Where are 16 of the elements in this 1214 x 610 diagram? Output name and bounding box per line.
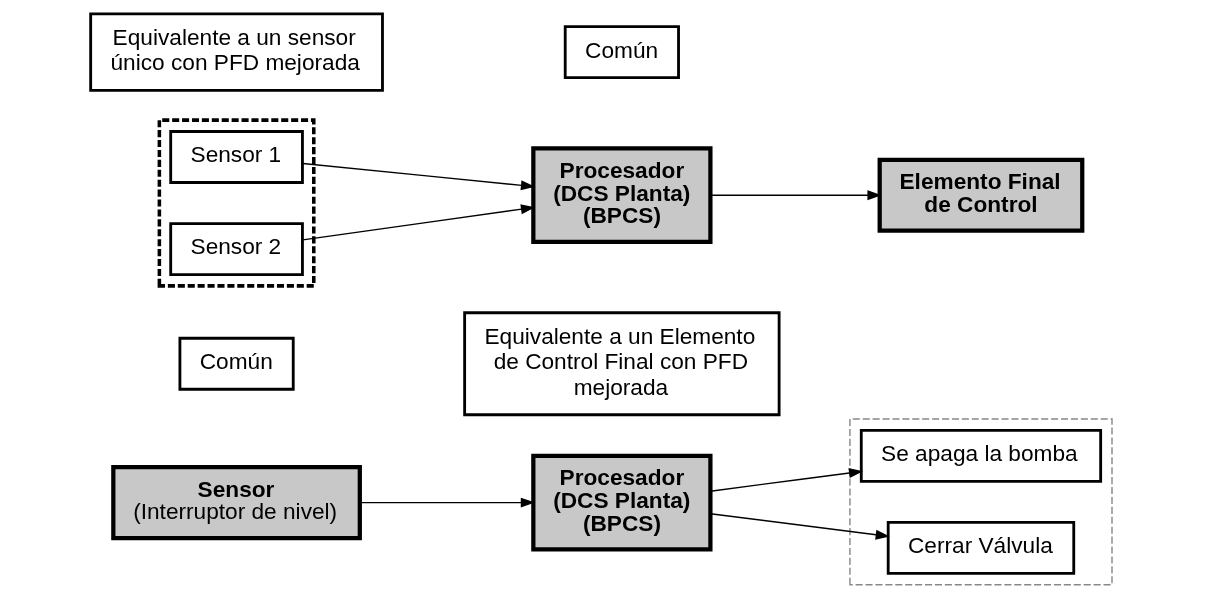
arrow	[709, 468, 864, 492]
node-box: Sensor (Interruptor de nivel)	[111, 465, 362, 541]
node-box: Sensor 2	[169, 222, 304, 276]
arrow	[359, 497, 535, 508]
node-box: Elemento Final de Control	[877, 157, 1085, 233]
node-box: Procesador (DCS Planta) (BPCS)	[531, 453, 713, 552]
node-box: Común	[563, 25, 680, 80]
arrow	[709, 513, 890, 540]
node-box: Procesador (DCS Planta) (BPCS)	[531, 146, 713, 245]
node-box: Equivalente a un sensor único con PFD mejorada	[89, 12, 384, 92]
node-box: Cerrar Válvula	[886, 521, 1076, 575]
node-box: Equivalente a un Elemento de Control Final con PFD mejorada	[463, 311, 781, 417]
cluster	[157, 118, 316, 288]
node-box: Sensor 1	[169, 130, 304, 184]
node-box: Se apaga la bomba	[859, 428, 1103, 483]
node-box: Común	[178, 336, 295, 391]
